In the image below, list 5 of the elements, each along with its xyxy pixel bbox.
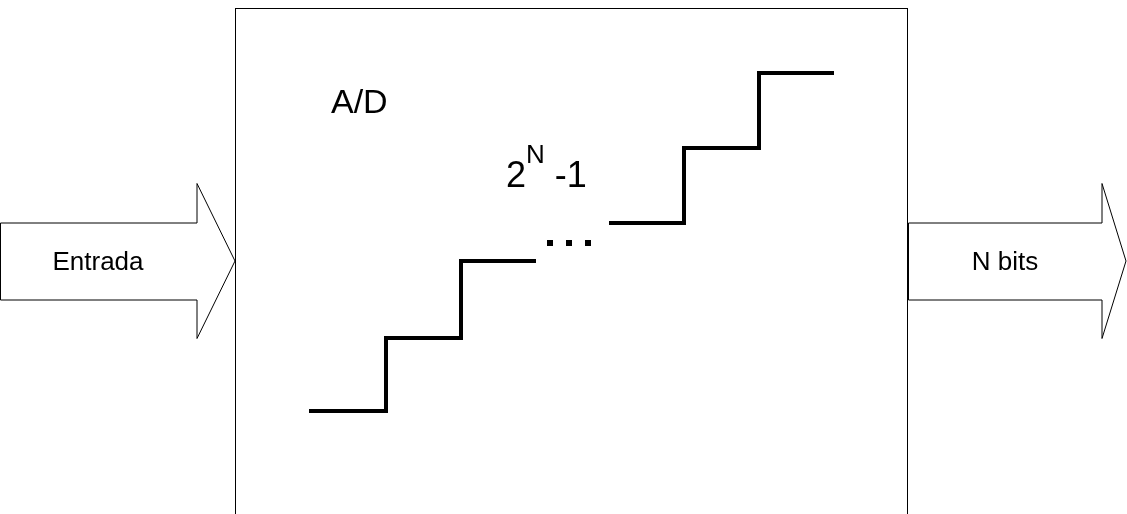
converter-block — [235, 8, 908, 514]
block-label: A/D — [331, 81, 388, 122]
arrow-label: Entrada — [52, 245, 144, 277]
level-label: 2$^{N}$ -1 — [506, 139, 587, 197]
arrow-label: N bits — [971, 245, 1039, 277]
